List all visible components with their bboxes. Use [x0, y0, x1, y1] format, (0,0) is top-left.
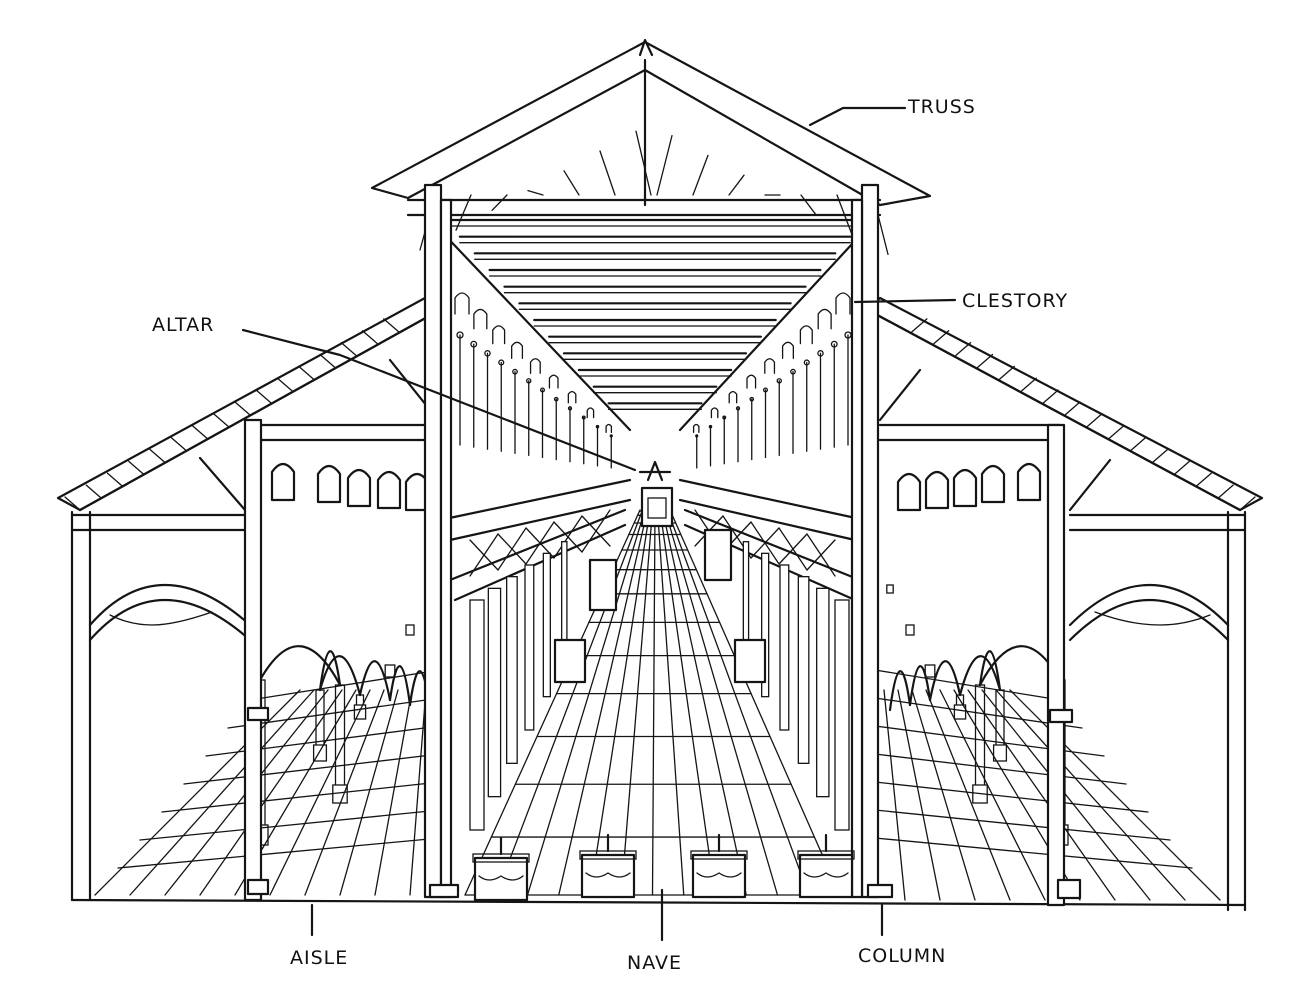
balustrade-cross — [498, 528, 526, 570]
floor-plank — [912, 690, 975, 900]
label-clestory: CLESTORY — [962, 290, 1068, 312]
floor-plank — [375, 690, 412, 895]
clerestory-window — [818, 309, 831, 328]
arcade-base — [906, 625, 914, 635]
truss-rafter — [600, 151, 615, 195]
aisle-window — [1018, 464, 1040, 500]
nave-pedestal — [705, 530, 731, 580]
nave-pedestal — [590, 560, 616, 610]
floor-plank — [875, 810, 1170, 840]
clerestory-window — [747, 375, 756, 388]
arcade-column — [996, 690, 1004, 750]
label-aisle: AISLE — [290, 947, 348, 969]
clerestory-window — [493, 326, 505, 344]
aisle-window — [272, 464, 294, 500]
clerestory-window — [455, 293, 469, 314]
arcade-arch — [890, 671, 910, 710]
clerestory-window — [711, 408, 717, 418]
floor-plank — [140, 810, 440, 840]
arcade-base — [406, 625, 414, 635]
nave-column — [543, 553, 550, 696]
clerestory-window — [729, 392, 736, 403]
column-front-right — [852, 185, 892, 897]
aisle-window — [378, 472, 400, 508]
balustrade-cross — [582, 510, 610, 552]
truss-rafter — [528, 191, 543, 195]
clerestory-window — [531, 359, 541, 373]
column-front-right-outer — [1048, 425, 1080, 905]
floor-plank — [996, 690, 1185, 900]
nave-column — [817, 588, 829, 796]
floor-plank — [184, 754, 440, 784]
label-nave: NAVE — [627, 952, 682, 974]
clerestory-window — [568, 392, 575, 403]
clerestory-window — [549, 375, 558, 388]
truss-rafter — [636, 131, 651, 195]
clerestory-window — [512, 342, 523, 358]
clerestory-window — [765, 359, 775, 373]
floor-plank — [118, 838, 440, 868]
truss-rafter — [492, 195, 507, 210]
arcade-column — [336, 685, 345, 790]
nave-column — [507, 577, 517, 764]
arcade-base — [333, 785, 347, 803]
floor-plank — [875, 838, 1192, 868]
aisle-window — [982, 466, 1004, 502]
floor-plank — [410, 690, 426, 895]
clerestory-window — [474, 309, 487, 328]
nave-floor — [465, 510, 849, 895]
nave-column — [780, 565, 789, 730]
aisle-floor-left — [95, 670, 440, 895]
truss-rafter — [657, 136, 672, 195]
truss-rafter — [729, 175, 744, 195]
clerestory-window — [694, 424, 699, 432]
floor-plank — [898, 690, 940, 900]
clerestory-window — [606, 424, 611, 432]
column-front-left — [425, 185, 458, 897]
nave-column — [488, 588, 500, 796]
nave-roof — [372, 40, 930, 409]
nave-pedestal — [555, 640, 585, 682]
arcade-left — [252, 585, 433, 845]
truss-rafter — [564, 171, 579, 195]
nave-column — [835, 600, 849, 830]
nave-column — [470, 600, 484, 830]
aisle-window — [954, 470, 976, 506]
truss-rafter — [693, 155, 708, 195]
clerestory-window — [587, 408, 593, 418]
arcade-base — [354, 705, 365, 719]
floor-plank — [884, 690, 905, 900]
nave-column — [525, 565, 534, 730]
altar — [640, 462, 672, 526]
label-altar: ALTAR — [152, 314, 214, 336]
arcade-right — [887, 585, 1068, 845]
label-column: COLUMN — [858, 945, 946, 967]
aisle-window — [898, 474, 920, 510]
aisle-window — [348, 470, 370, 506]
clerestory-window — [836, 293, 850, 314]
arcade-base — [925, 665, 935, 677]
clerestory-window — [783, 342, 794, 358]
nave-pedestal — [735, 640, 765, 682]
balustrade-cross — [807, 534, 835, 576]
nave-side-walls — [440, 230, 865, 600]
aisle-window — [318, 466, 340, 502]
nave-column — [798, 577, 809, 764]
floor-plank — [875, 726, 1104, 756]
truss-rafter — [801, 195, 816, 215]
clerestory-window — [800, 326, 812, 344]
floor-plank — [95, 690, 300, 895]
arcade-base — [887, 585, 893, 593]
arcade-base — [385, 665, 395, 677]
aisle-window — [926, 472, 948, 508]
label-truss: TRUSS — [908, 96, 976, 118]
